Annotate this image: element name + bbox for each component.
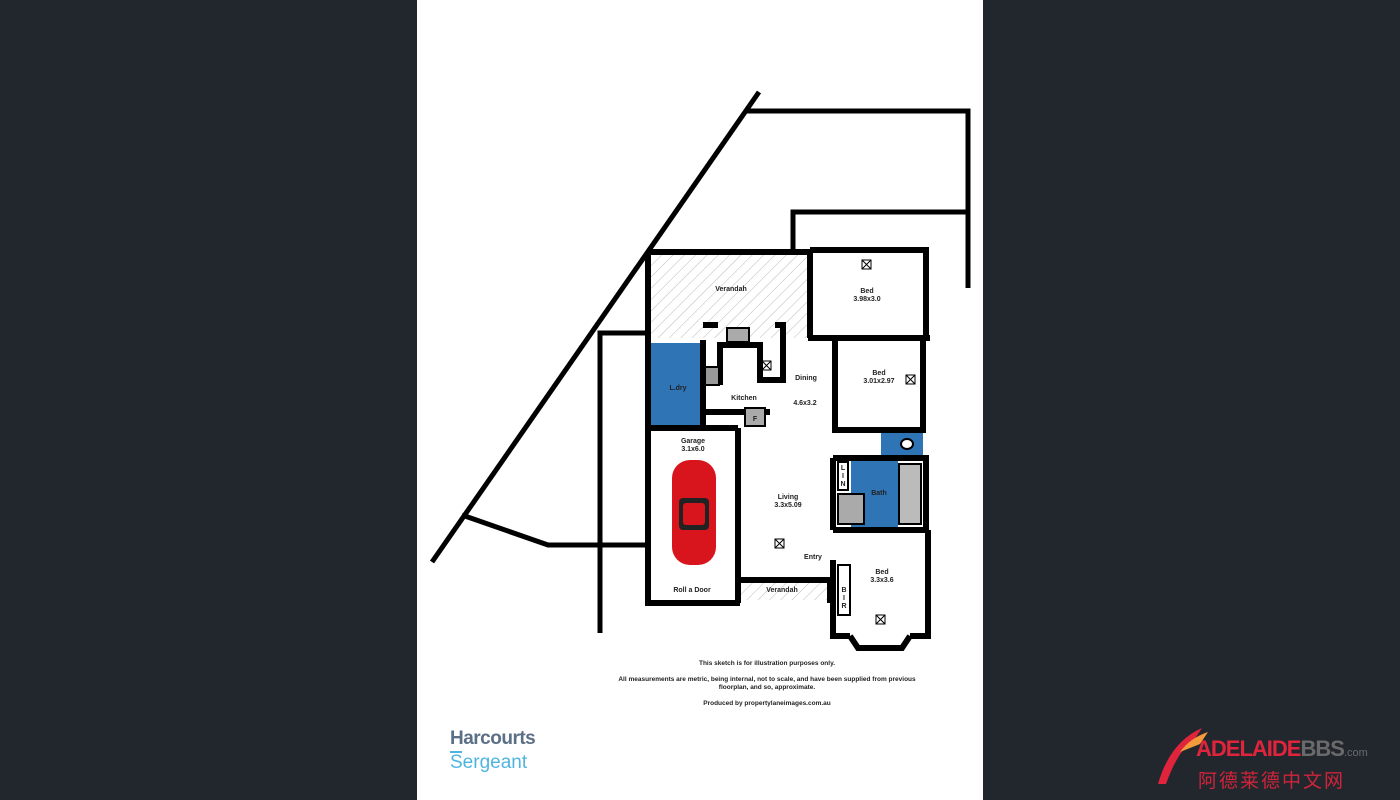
label-entry: Entry [804, 554, 822, 561]
label-dining-size: 4.6x3.2 [793, 400, 816, 407]
watermark-domain: .com [1343, 747, 1368, 759]
label-bir-i: I [843, 595, 845, 602]
agency-logo: Harcourts Sergeant [450, 728, 536, 774]
label-bed3: Bed [875, 569, 888, 576]
laundry-floor [650, 343, 700, 425]
label-living: Living [778, 494, 799, 501]
boundary-lines [429, 90, 971, 633]
label-laundry: L.dry [669, 385, 686, 392]
label-lin-l: L [841, 465, 846, 472]
label-fridge: F [753, 416, 758, 423]
floor-plan: Verandah Bed 3.98x3.0 L.dry Kitchen F Di… [429, 90, 971, 651]
watermark-text: ADELAIDEBBS.com [1196, 736, 1368, 762]
watermark-red: ADELAIDE [1196, 736, 1301, 761]
light-fittings [761, 259, 916, 625]
fixtures [704, 327, 922, 616]
front-verandah-hatch [740, 582, 830, 600]
label-bed2-size: 3.01x2.97 [863, 378, 894, 385]
sink [726, 327, 750, 343]
brand-accent-bar [450, 751, 462, 753]
walls [645, 247, 931, 651]
label-living-size: 3.3x5.09 [774, 502, 801, 509]
disclaimer-notes: This sketch is for illustration purposes… [617, 660, 917, 716]
label-lin-n: N [840, 481, 845, 488]
bathtub [898, 463, 922, 525]
note-illustration: This sketch is for illustration purposes… [698, 660, 836, 667]
label-verandah-front: Verandah [766, 587, 798, 594]
label-bed1: Bed [860, 288, 873, 295]
label-bir-r: R [841, 603, 846, 610]
watermark-grey: BBS [1300, 736, 1344, 761]
cooktop [704, 366, 720, 386]
toilet [900, 438, 914, 450]
watermark-chinese: 阿德莱德中文网 [1198, 771, 1346, 792]
fridge-space [744, 407, 766, 427]
label-bed2: Bed [872, 370, 885, 377]
shower [837, 493, 865, 525]
watermark-logo: ADELAIDEBBS.com 阿德莱德中文网 [1150, 722, 1395, 794]
label-verandah-rear: Verandah [715, 286, 747, 293]
floorplan-page: Verandah Bed 3.98x3.0 L.dry Kitchen F Di… [417, 0, 983, 800]
label-garage: Garage [681, 438, 705, 445]
note-measurements: All measurements are metric, being inter… [618, 676, 916, 691]
linen-closet [837, 461, 849, 491]
brand-office: Sergeant [450, 752, 528, 773]
label-dining: Dining [795, 375, 817, 382]
brand-name: Harcourts [450, 728, 536, 749]
label-roll-door: Roll a Door [673, 587, 711, 594]
label-bir-b: B [841, 587, 846, 594]
label-garage-size: 3.1x6.0 [681, 446, 704, 453]
label-lin-i: I [842, 473, 844, 480]
built-in-robe [837, 564, 851, 616]
note-producer: Produced by propertylaneimages.com.au [703, 700, 831, 707]
label-bed1-size: 3.98x3.0 [853, 296, 880, 303]
car-icon [672, 460, 716, 565]
label-bath: Bath [871, 490, 887, 497]
label-bed3-size: 3.3x3.6 [870, 577, 893, 584]
label-kitchen: Kitchen [731, 395, 757, 402]
arrow-logo-icon [1158, 728, 1208, 784]
